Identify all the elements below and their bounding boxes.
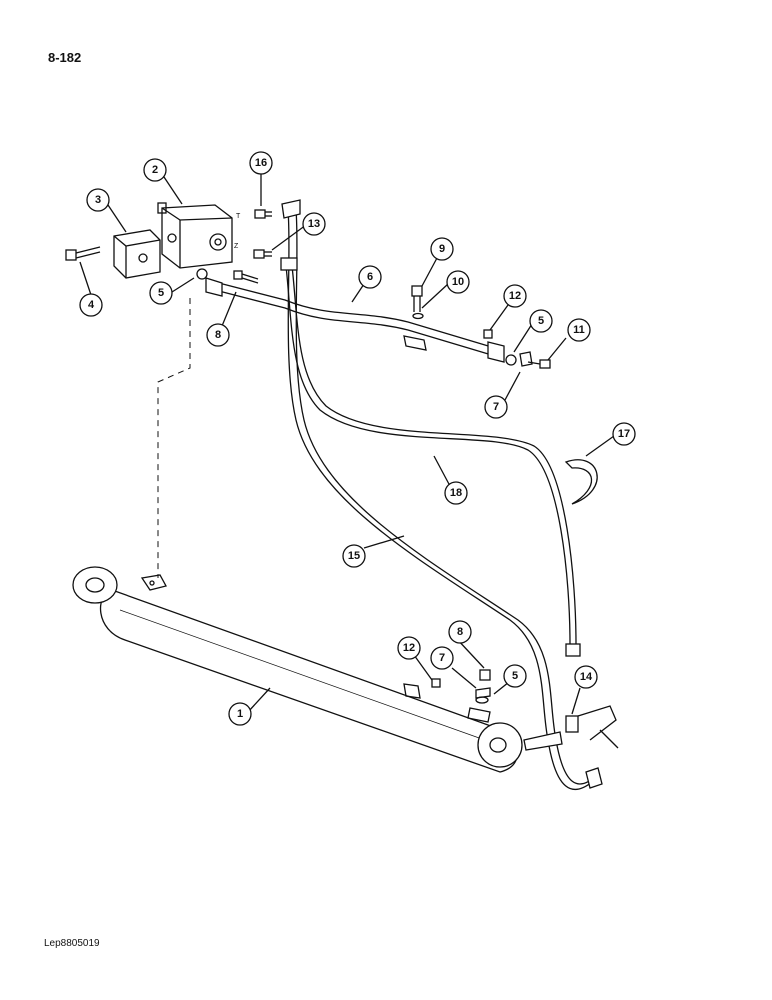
nut: [431, 678, 441, 688]
tee-fitting: [523, 705, 619, 751]
callout-8-pipe: 8: [215, 329, 221, 341]
callout-1: 1: [237, 708, 243, 720]
callout-11: 11: [573, 324, 585, 336]
half-clamp: [519, 351, 533, 367]
callout-10: 10: [452, 276, 464, 288]
o-ring: [196, 268, 208, 280]
callout-15: 15: [348, 550, 360, 562]
hose-clip: [564, 459, 598, 505]
callout-3: 3: [95, 194, 101, 206]
callouts: [79, 151, 636, 726]
reference-code: Lep8805019: [44, 938, 100, 949]
valve-block: [157, 202, 233, 269]
bolt: [411, 285, 423, 297]
callout-18: 18: [450, 487, 462, 499]
callout-5-pipe: 5: [538, 315, 544, 327]
callout-9: 9: [439, 243, 445, 255]
bolt: [233, 270, 259, 284]
port-label-t: T: [236, 213, 241, 220]
callout-6: 6: [367, 271, 373, 283]
nut: [483, 329, 493, 339]
callout-7-cylinder: 7: [439, 652, 445, 664]
callout-12-pipe: 12: [509, 290, 521, 302]
hydraulic-pipe: [205, 277, 505, 363]
bolt: [479, 669, 491, 681]
bolt: [539, 359, 551, 369]
half-clamp: [475, 687, 491, 699]
callout-5-valve: 5: [158, 287, 164, 299]
adapter-fitting: [253, 249, 272, 259]
callout-4: 4: [88, 299, 95, 311]
adapter-fitting: [254, 209, 272, 219]
callout-16: 16: [255, 157, 267, 169]
callout-13: 13: [308, 218, 320, 230]
callout-14: 14: [580, 671, 593, 683]
washer: [412, 312, 424, 320]
callout-17: 17: [618, 428, 630, 440]
callout-12-cylinder: 12: [403, 642, 415, 654]
hose: [281, 199, 603, 791]
port-label-z: Z: [234, 243, 239, 250]
callout-7-pipe: 7: [493, 401, 499, 413]
page-number: 8-182: [48, 50, 82, 65]
hose: [280, 257, 581, 657]
bolt: [65, 246, 101, 261]
o-ring: [505, 354, 517, 366]
callout-5-cylinder: 5: [512, 670, 518, 682]
callout-8-cylinder: 8: [457, 626, 463, 638]
spacer-block: [113, 229, 161, 279]
callout-2: 2: [152, 164, 158, 176]
hydraulic-cylinder: [72, 566, 523, 773]
